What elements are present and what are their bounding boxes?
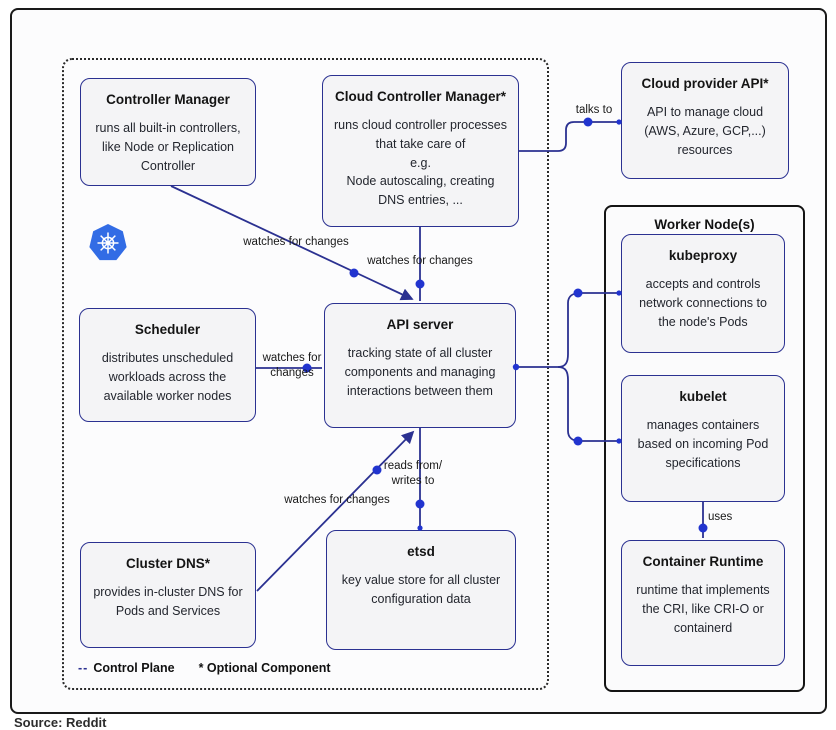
cloud-provider-api-box: Cloud provider API* API to manage cloud …: [621, 62, 789, 179]
cluster-dns-box: Cluster DNS* provides in-cluster DNS for…: [80, 542, 256, 648]
controller-manager-box: Controller Manager runs all built-in con…: [80, 78, 256, 186]
legend-optional-component: * Optional Component: [198, 661, 331, 675]
cloud-provider-api-body: API to manage cloud (AWS, Azure, GCP,...…: [644, 105, 766, 157]
etsd-body: key value store for all cluster configur…: [341, 573, 501, 606]
edge-label-watches-controller-manager: watches for changes: [243, 236, 349, 248]
cloud-controller-manager-title: Cloud Controller Manager*: [334, 89, 506, 104]
scheduler-title: Scheduler: [134, 322, 201, 337]
kubeproxy-title: kubeproxy: [668, 248, 738, 263]
container-runtime-body: runtime that implements the CRI, like CR…: [636, 583, 770, 635]
controller-manager-title: Controller Manager: [106, 92, 230, 107]
api-server-title: API server: [386, 317, 454, 332]
kubelet-body: manages containers based on incoming Pod…: [637, 418, 769, 470]
kubeproxy-box: kubeproxy accepts and controls network c…: [621, 234, 785, 353]
controller-manager-body: runs all built-in controllers, like Node…: [95, 121, 241, 173]
legend: -- Control Plane * Optional Component: [78, 661, 331, 675]
container-runtime-box: Container Runtime runtime that implement…: [621, 540, 785, 666]
cluster-dns-body: provides in-cluster DNS for Pods and Ser…: [93, 585, 243, 618]
api-server-body: tracking state of all cluster components…: [344, 346, 496, 398]
scheduler-box: Scheduler distributes unscheduled worklo…: [79, 308, 256, 422]
cloud-controller-manager-body: runs cloud controller processes that tak…: [334, 118, 507, 207]
control-plane-boundary: [62, 58, 549, 690]
container-runtime-title: Container Runtime: [642, 554, 764, 569]
scheduler-body: distributes unscheduled workloads across…: [101, 351, 234, 403]
source-caption: Source: Reddit: [14, 715, 107, 730]
legend-control-plane-label: Control Plane: [93, 661, 175, 675]
kubeproxy-body: accepts and controls network connections…: [639, 277, 767, 329]
worker-node-title: Worker Node(s): [654, 217, 755, 232]
edge-label-reads-writes: reads from/ writes to: [383, 460, 443, 487]
kubelet-title: kubelet: [679, 389, 727, 404]
api-server-box: API server tracking state of all cluster…: [324, 303, 516, 428]
edge-label-talks-to: talks to: [575, 104, 613, 116]
legend-control-plane-dash: --: [78, 661, 89, 675]
cloud-controller-manager-box: Cloud Controller Manager* runs cloud con…: [322, 75, 519, 227]
edge-label-watches-cluster-dns: watches for changes: [284, 494, 390, 506]
cluster-dns-title: Cluster DNS*: [125, 556, 211, 571]
legend-control-plane: -- Control Plane: [78, 661, 175, 675]
etsd-box: etsd key value store for all cluster con…: [326, 530, 516, 650]
kubelet-box: kubelet manages containers based on inco…: [621, 375, 785, 502]
edge-label-watches-cloud-controller-manager: watches for changes: [367, 255, 473, 267]
cloud-provider-api-title: Cloud provider API*: [641, 76, 769, 91]
etsd-title: etsd: [407, 544, 435, 559]
edge-label-watches-scheduler: watches for changes: [262, 352, 322, 379]
edge-label-uses: uses: [708, 511, 733, 523]
helm-wheel-icon: [97, 232, 119, 254]
